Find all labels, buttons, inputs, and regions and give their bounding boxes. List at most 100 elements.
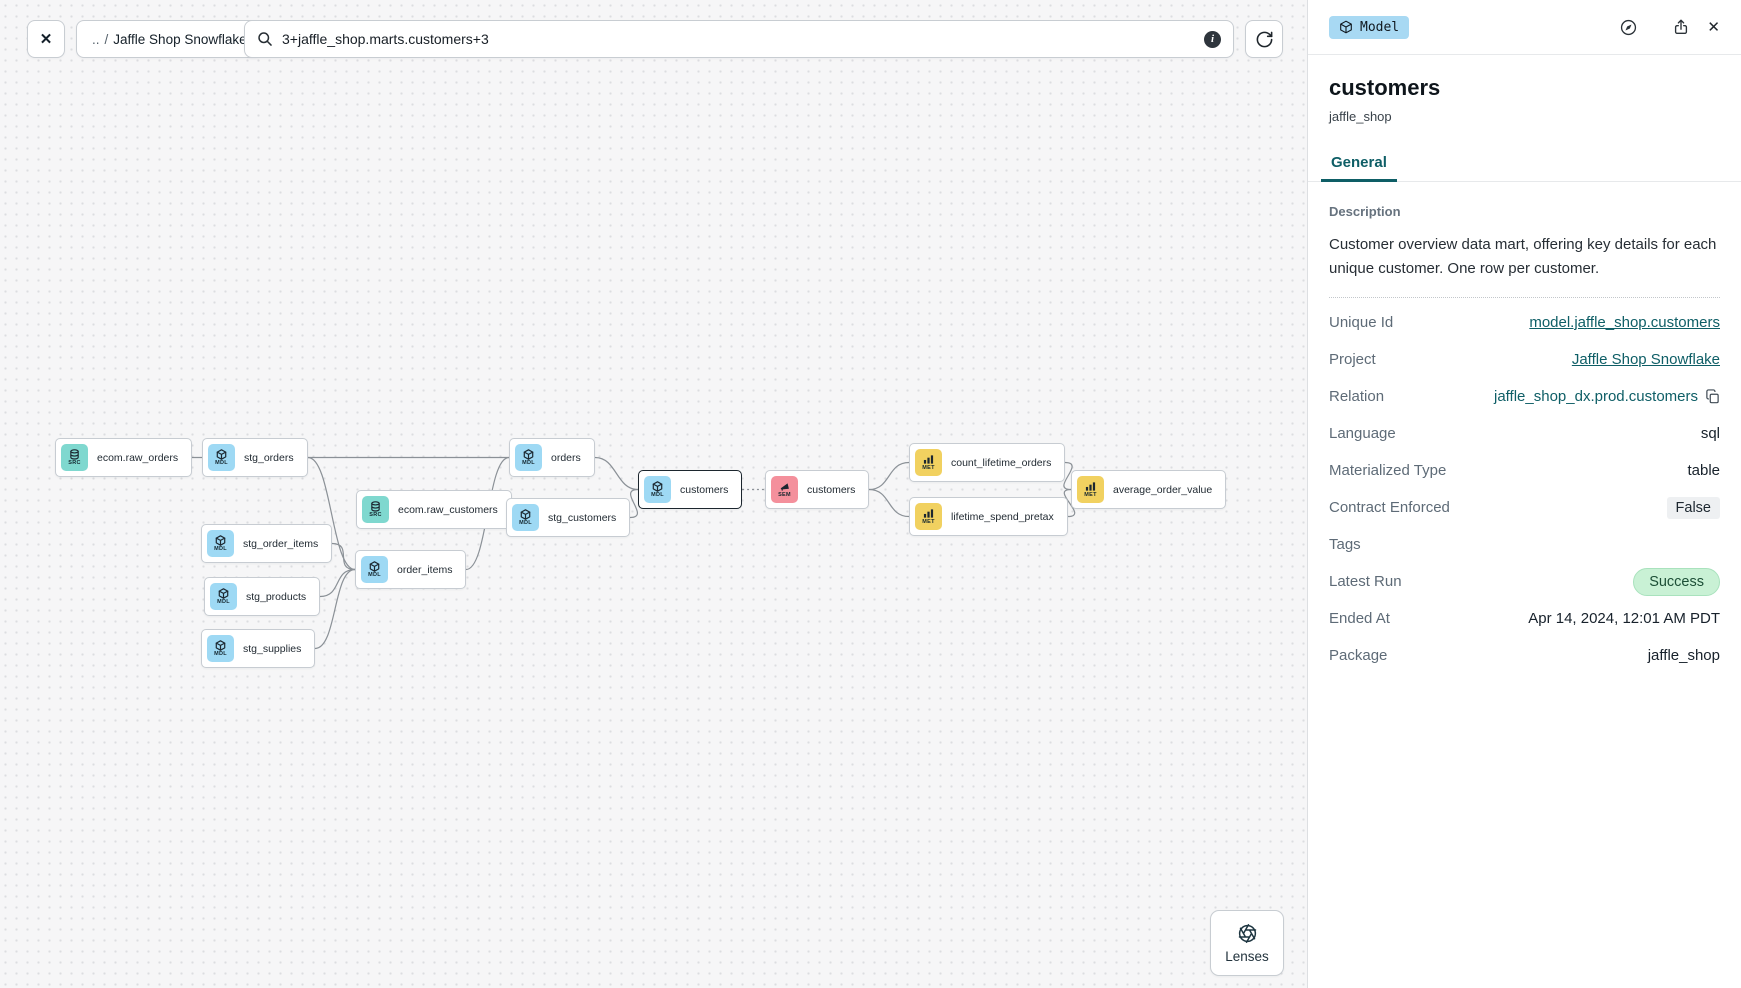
explore-lineage-icon[interactable] <box>1619 18 1638 37</box>
node-label: stg_customers <box>548 511 617 524</box>
graph-node-customers[interactable]: MDL customers <box>638 470 743 509</box>
graph-node-order_items[interactable]: MDL order_items <box>355 550 467 589</box>
metric-icon: MET <box>915 449 942 476</box>
field-label: Latest Run <box>1329 573 1402 590</box>
close-lineage-button[interactable]: ✕ <box>27 20 65 58</box>
refresh-icon <box>1255 30 1274 49</box>
section-divider <box>1329 297 1720 298</box>
graph-node-stg_supplies[interactable]: MDL stg_supplies <box>201 629 316 668</box>
graph-node-lifetime_spend_pretax[interactable]: MET lifetime_spend_pretax <box>909 497 1068 536</box>
node-label: ecom.raw_orders <box>97 451 179 464</box>
edge-stg_supplies-to-order_items <box>314 568 356 650</box>
edge-stg_order_items-to-order_items <box>331 542 356 571</box>
graph-node-ecom_raw_customers[interactable]: SRC ecom.raw_customers <box>356 490 512 529</box>
edge-count_lifetime_orders-to-average_order_value <box>1063 461 1073 491</box>
node-label: orders <box>551 451 581 464</box>
field-label: Language <box>1329 425 1396 442</box>
edge-lifetime_spend_pretax-to-average_order_value <box>1063 488 1076 518</box>
field-value-contract-enforced: False <box>1666 496 1720 519</box>
field-value-project[interactable]: Jaffle Shop Snowflake <box>1571 351 1720 368</box>
graph-node-ecom_raw_orders[interactable]: SRC ecom.raw_orders <box>55 438 193 477</box>
field-value-package: jaffle_shop <box>1647 647 1720 664</box>
tab-general[interactable]: General <box>1321 146 1397 182</box>
lineage-edges <box>192 456 1076 650</box>
field-label: Project <box>1329 351 1376 368</box>
field-row-package: Package jaffle_shop <box>1329 637 1720 674</box>
field-row-latest-run: Latest Run Success <box>1329 563 1720 600</box>
model-cube-icon: MDL <box>210 583 237 610</box>
lineage-search[interactable]: i <box>244 20 1234 58</box>
panel-body: Description Customer overview data mart,… <box>1308 182 1741 696</box>
node-label: customers <box>807 483 856 496</box>
breadcrumb-parent: .. <box>92 31 100 47</box>
field-value-ended-at: Apr 14, 2024, 12:01 AM PDT <box>1528 610 1720 627</box>
panel-actions: ✕ <box>1619 18 1720 37</box>
lenses-aperture-icon <box>1237 923 1258 944</box>
model-cube-icon: MDL <box>644 476 671 503</box>
metric-icon: MET <box>915 503 942 530</box>
package-subtitle: jaffle_shop <box>1329 109 1392 124</box>
edge-stg_products-to-order_items <box>319 568 356 598</box>
node-label: stg_supplies <box>243 642 302 655</box>
model-cube-icon: MDL <box>208 444 235 471</box>
close-icon[interactable]: ✕ <box>1707 19 1720 36</box>
field-value-unique-id[interactable]: model.jaffle_shop.customers <box>1529 314 1720 331</box>
metric-icon: MET <box>1077 476 1104 503</box>
field-row-tags: Tags <box>1329 526 1720 563</box>
field-value-relation: jaffle_shop_dx.prod.customers <box>1494 388 1720 405</box>
close-icon: ✕ <box>39 31 53 48</box>
field-value-materialized-type: table <box>1687 462 1720 479</box>
info-icon[interactable]: i <box>1204 30 1221 48</box>
edge-stg_orders-to-order_items <box>307 456 356 571</box>
breadcrumb[interactable]: .. / Jaffle Shop Snowflake <box>76 20 263 58</box>
share-icon[interactable] <box>1672 18 1690 36</box>
breadcrumb-project-label: Jaffle Shop Snowflake <box>113 31 247 47</box>
lenses-button[interactable]: Lenses <box>1210 910 1284 976</box>
field-value-language: sql <box>1700 425 1720 442</box>
description-text: Customer overview data mart, offering ke… <box>1329 236 1717 277</box>
panel-header: Model ✕ <box>1308 0 1741 55</box>
copy-icon[interactable] <box>1705 389 1720 404</box>
model-cube-icon: MDL <box>207 635 234 662</box>
node-label: stg_products <box>246 590 307 603</box>
edge-customers_sem-to-count_lifetime_orders <box>868 461 910 491</box>
field-row-project: Project Jaffle Shop Snowflake <box>1329 341 1720 378</box>
model-cube-icon: MDL <box>207 530 234 557</box>
node-label: customers <box>680 483 729 496</box>
model-cube-icon: MDL <box>361 556 388 583</box>
node-label: order_items <box>397 563 453 576</box>
graph-node-stg_orders[interactable]: MDL stg_orders <box>202 438 308 477</box>
page-title: customers <box>1329 75 1441 100</box>
node-label: ecom.raw_customers <box>398 503 498 516</box>
field-label: Unique Id <box>1329 314 1394 331</box>
semantic-model-icon: SEM <box>771 476 798 503</box>
resource-type-label: Model <box>1360 19 1400 35</box>
node-label: stg_orders <box>244 451 294 464</box>
resource-type-badge: Model <box>1329 15 1410 39</box>
model-cube-icon: MDL <box>515 444 542 471</box>
model-cube-icon <box>1339 20 1353 34</box>
graph-node-orders[interactable]: MDL orders <box>509 438 595 477</box>
node-label: lifetime_spend_pretax <box>951 510 1054 523</box>
database-icon: SRC <box>362 496 389 523</box>
field-label: Tags <box>1329 536 1361 553</box>
graph-node-customers_sem[interactable]: SEM customers <box>765 470 870 509</box>
field-row-language: Language sql <box>1329 415 1720 452</box>
search-input[interactable] <box>282 31 1195 47</box>
edge-stg_customers-to-customers <box>629 488 639 519</box>
lenses-label: Lenses <box>1225 948 1269 964</box>
graph-node-stg_products[interactable]: MDL stg_products <box>204 577 321 616</box>
field-label: Relation <box>1329 388 1385 405</box>
field-label: Package <box>1329 647 1388 664</box>
database-icon: SRC <box>61 444 88 471</box>
field-row-unique-id: Unique Id model.jaffle_shop.customers <box>1329 304 1720 341</box>
field-label: Ended At <box>1329 610 1390 627</box>
status-badge: Success <box>1633 567 1720 596</box>
refresh-button[interactable] <box>1245 20 1283 58</box>
